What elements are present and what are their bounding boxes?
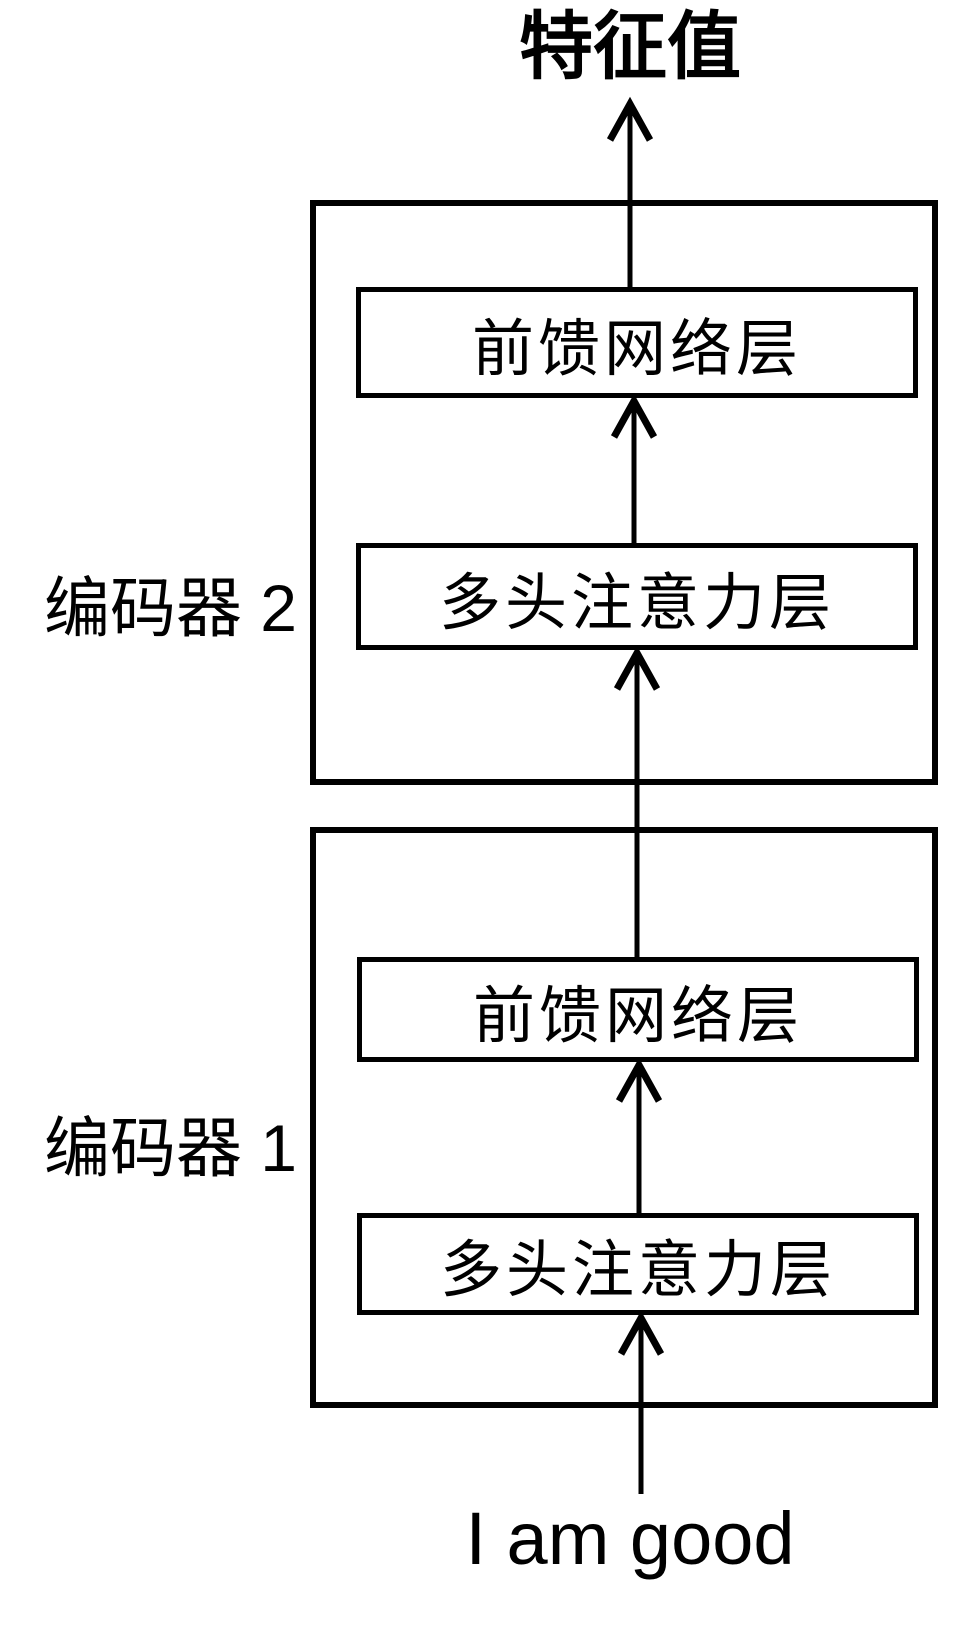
feed-forward-layer-box-encoder-2: 前馈网络层 xyxy=(356,287,918,398)
multi-head-attention-layer-label-encoder-2: 多头注意力层 xyxy=(438,568,835,638)
encoder-1-box xyxy=(310,827,938,1408)
multi-head-attention-layer-box-encoder-2: 多头注意力层 xyxy=(356,543,918,650)
encoder-2-box xyxy=(310,200,938,785)
encoder-2-label: 编码器 2 xyxy=(43,571,297,645)
feed-forward-layer-label-encoder-2: 前馈网络层 xyxy=(471,314,802,384)
output-feature-label: 特征值 xyxy=(519,5,741,88)
multi-head-attention-layer-box-encoder-1: 多头注意力层 xyxy=(357,1213,919,1315)
feed-forward-layer-label-encoder-1: 前馈网络层 xyxy=(472,981,803,1051)
encoder-1-label: 编码器 1 xyxy=(43,1111,297,1185)
multi-head-attention-layer-label-encoder-1: 多头注意力层 xyxy=(439,1236,836,1305)
input-sentence-label: I am good xyxy=(465,1497,795,1580)
feed-forward-layer-box-encoder-1: 前馈网络层 xyxy=(357,957,919,1062)
